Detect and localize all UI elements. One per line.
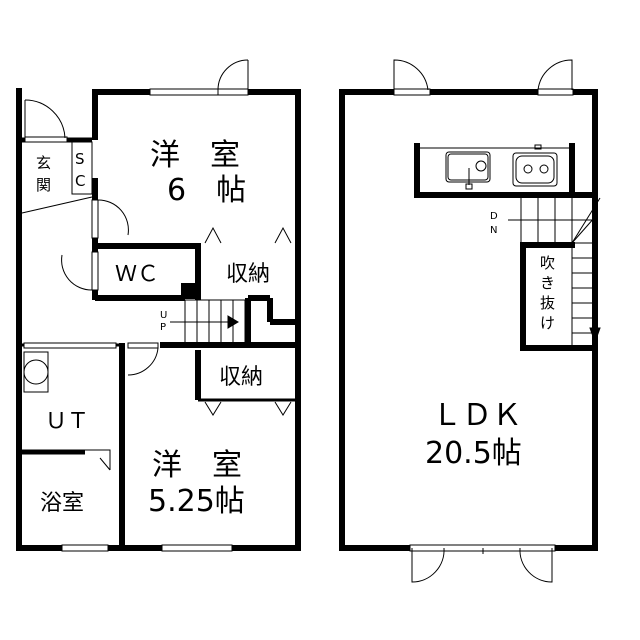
- room-western-525-size: 5.25帖: [148, 484, 245, 519]
- void-label-4: け: [540, 314, 555, 332]
- pipe-shaft: [181, 283, 197, 299]
- storage-upper-label: 収納: [226, 262, 270, 287]
- utility-label: ＵＴ: [45, 409, 89, 434]
- up-label-u: U: [160, 310, 167, 321]
- right-doors: [393, 59, 574, 583]
- void-label-2: き: [540, 274, 555, 292]
- shoe-closet-c: C: [75, 172, 85, 190]
- down-label-d: D: [490, 211, 498, 222]
- kitchen-counter: [420, 144, 570, 190]
- entrance-label-1: 玄: [36, 154, 51, 172]
- storage-lower-label: 収納: [219, 365, 263, 390]
- entrance-label-2: 関: [36, 176, 51, 194]
- room-western-6-name: 洋 室: [150, 138, 240, 173]
- ldk-name: ＬＤＫ: [432, 398, 522, 433]
- ldk-size: 20.5帖: [425, 436, 522, 471]
- down-label-n: N: [490, 225, 497, 236]
- toilet-label: ＷＣ: [115, 262, 159, 287]
- up-label-p: P: [160, 322, 166, 333]
- shoe-closet-s: S: [75, 150, 85, 168]
- room-western-525-name: 洋 室: [152, 448, 242, 483]
- room-western-6-size: 6 帖: [167, 173, 246, 208]
- void-label-3: 抜: [540, 294, 555, 312]
- left-unit-walls: [16, 88, 301, 551]
- void-label-1: 吹: [540, 254, 555, 272]
- windows: [23, 88, 233, 552]
- bath-label: 浴室: [40, 491, 84, 516]
- door-swings: [21, 59, 292, 471]
- stairs-down: [508, 197, 601, 345]
- right-unit-walls: [339, 89, 598, 551]
- stairs-up: [170, 299, 246, 345]
